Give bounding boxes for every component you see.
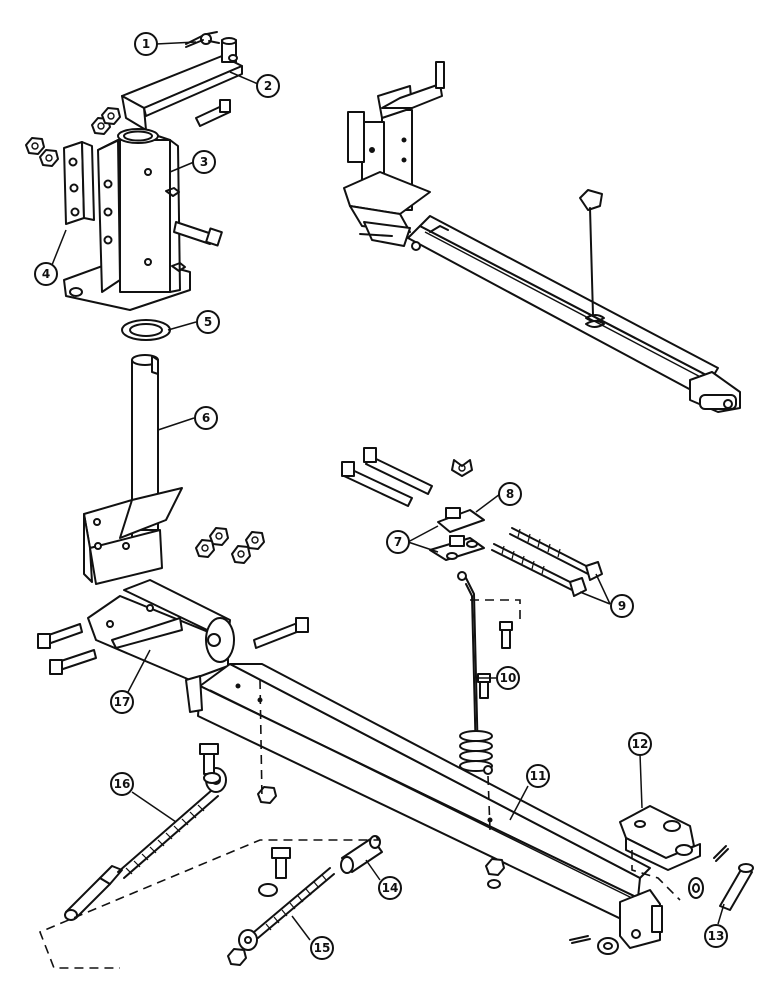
callout-3-label: 3 xyxy=(200,155,208,169)
callout-4: 4 xyxy=(34,262,58,286)
rod-end xyxy=(227,847,335,966)
spacer-plate xyxy=(63,141,95,225)
main-arm xyxy=(185,663,663,949)
coupling-nut xyxy=(340,835,383,874)
callout-14: 14 xyxy=(378,876,402,900)
spring-rod xyxy=(457,571,493,775)
callout-10: 10 xyxy=(496,666,520,690)
callout-15-label: 15 xyxy=(314,941,331,955)
callout-leaders xyxy=(49,41,725,941)
callout-4-label: 4 xyxy=(42,267,50,281)
callout-16-label: 16 xyxy=(114,777,131,791)
clevis-pin xyxy=(569,845,754,955)
column-mount xyxy=(63,128,191,311)
callout-12: 12 xyxy=(628,732,652,756)
cotter-pin xyxy=(185,31,220,48)
callout-10-label: 10 xyxy=(500,671,517,685)
callout-8: 8 xyxy=(498,482,522,506)
dashed-guides xyxy=(38,599,681,969)
washer-ring xyxy=(121,319,171,341)
threaded-rods xyxy=(491,527,603,597)
assembled-hitch-view xyxy=(343,61,741,413)
callout-11: 11 xyxy=(526,764,550,788)
callout-1-label: 1 xyxy=(142,37,150,51)
bolts-17 xyxy=(37,617,309,675)
wing-nut xyxy=(451,459,473,477)
callout-14-label: 14 xyxy=(382,881,399,895)
end-clevis xyxy=(619,805,701,871)
callout-15: 15 xyxy=(310,936,334,960)
callout-2: 2 xyxy=(256,74,280,98)
callout-6: 6 xyxy=(194,406,218,430)
callout-7-label: 7 xyxy=(394,535,402,549)
thread-marks-15 xyxy=(265,874,328,931)
callout-13: 13 xyxy=(704,924,728,948)
callout-11-label: 11 xyxy=(530,769,547,783)
callout-5: 5 xyxy=(196,310,220,334)
thread-marks-16 xyxy=(125,804,205,875)
clevis-bracket xyxy=(87,579,235,681)
callout-17: 17 xyxy=(110,690,134,714)
pivot-post xyxy=(83,354,183,585)
spring-clips xyxy=(429,507,485,561)
bracket-2 xyxy=(121,37,243,131)
bolt-column xyxy=(165,187,223,272)
hex-nuts-left xyxy=(25,137,59,167)
nuts-cluster xyxy=(195,527,265,564)
callout-16: 16 xyxy=(110,772,134,796)
long-bolts xyxy=(341,447,433,507)
callout-12-label: 12 xyxy=(632,737,649,751)
callout-17-label: 17 xyxy=(114,695,131,709)
bolt-upper xyxy=(195,99,231,127)
callout-5-label: 5 xyxy=(204,315,212,329)
hex-nuts-small xyxy=(91,107,121,135)
callout-13-label: 13 xyxy=(708,929,725,943)
callout-6-label: 6 xyxy=(202,411,210,425)
callout-7: 7 xyxy=(386,530,410,554)
callout-2-label: 2 xyxy=(264,79,272,93)
thread-marks-9 xyxy=(501,528,561,575)
callout-8-label: 8 xyxy=(506,487,514,501)
turnbuckle-rod xyxy=(64,767,227,921)
callout-9-label: 9 xyxy=(618,599,626,613)
callout-3: 3 xyxy=(192,150,216,174)
callout-9: 9 xyxy=(610,594,634,618)
callout-1: 1 xyxy=(134,32,158,56)
bolt-16 xyxy=(199,743,277,804)
